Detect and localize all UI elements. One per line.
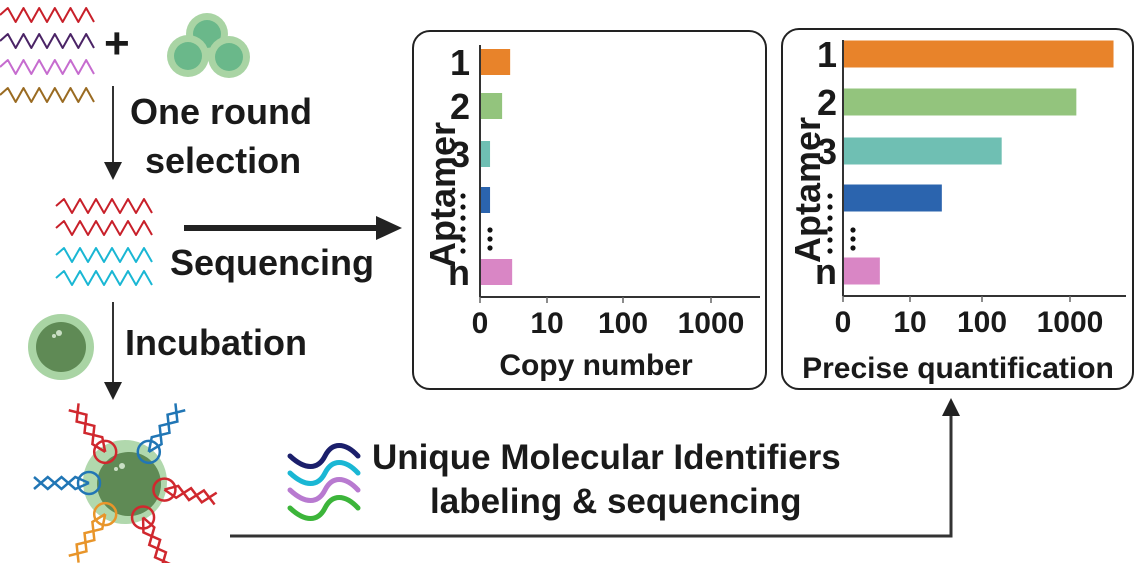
bar — [844, 184, 942, 212]
umi-wave — [287, 477, 361, 503]
aptamer-loop — [76, 470, 102, 496]
bar — [481, 187, 491, 213]
ellipsis-dot — [850, 236, 856, 242]
sequence-wave — [0, 87, 95, 103]
dna-helix-strand — [164, 484, 216, 506]
x-tick-label: 10 — [893, 306, 926, 339]
dna-helix-strand — [33, 475, 90, 491]
copy-number-chart-panel — [412, 30, 767, 390]
ellipsis-dot — [487, 227, 493, 233]
sequence-wave — [0, 33, 95, 49]
category-label: 1 — [450, 42, 470, 83]
category-label: 1 — [817, 34, 837, 75]
bar — [844, 40, 1114, 68]
x-tick-label: 100 — [957, 306, 1007, 339]
sequence-wave — [55, 270, 153, 286]
sequence-wave — [0, 7, 95, 23]
step-label-incubation: Incubation — [125, 322, 307, 363]
cell-with-aptamers-icon — [33, 403, 218, 563]
aptamer-library-icon — [0, 7, 95, 103]
ellipsis-dot — [460, 215, 466, 221]
bar — [844, 137, 1002, 165]
bar — [481, 49, 511, 75]
bar — [481, 259, 513, 285]
category-label: 3 — [817, 131, 837, 172]
bar — [844, 257, 880, 285]
umi-wave — [287, 443, 361, 469]
x-tick-label: 10 — [530, 307, 563, 340]
x-axis-label: Copy number — [499, 349, 693, 382]
dna-helix-strand — [142, 516, 168, 563]
single-cell-icon — [28, 314, 94, 380]
bar — [481, 141, 491, 167]
ellipsis-dot — [460, 193, 466, 199]
x-tick-label: 1000 — [678, 307, 745, 340]
right-arrow-icon — [184, 216, 402, 240]
umi-label-line1: Unique Molecular Identifiers — [372, 438, 841, 477]
ellipsis-dot — [827, 204, 833, 210]
ellipsis-dot — [460, 204, 466, 210]
ellipsis-dot — [827, 193, 833, 199]
down-arrow-icon — [104, 302, 122, 400]
aptamer-loop — [136, 439, 162, 465]
umi-wave — [287, 495, 361, 521]
ellipsis-dot — [827, 237, 833, 243]
umi-wave — [287, 460, 361, 486]
x-tick-label: 1000 — [1037, 306, 1104, 339]
elbow-arrow-icon — [230, 398, 960, 538]
x-axis-label: Precise quantification — [802, 352, 1114, 385]
ellipsis-dot — [487, 236, 493, 242]
cell-cluster-icon — [167, 13, 250, 78]
plus-sign: + — [104, 19, 130, 68]
dna-helix-strand — [68, 409, 107, 453]
dna-helix-strand — [147, 409, 186, 453]
category-label: 2 — [450, 86, 470, 127]
dna-helix-strand — [148, 403, 179, 453]
down-arrow-icon — [104, 86, 122, 180]
dna-helix-strand — [68, 513, 107, 557]
sequence-wave — [55, 247, 153, 263]
ellipsis-dot — [850, 245, 856, 251]
step-label-selection-1: One round — [130, 91, 312, 132]
dna-helix-strand — [75, 403, 106, 453]
x-tick-label: 100 — [598, 307, 648, 340]
category-label: n — [815, 251, 837, 292]
ellipsis-dot — [487, 245, 493, 251]
ellipsis-dot — [827, 215, 833, 221]
ellipsis-dot — [850, 227, 856, 233]
sequence-wave — [55, 198, 153, 214]
y-axis-label: Aptamer — [787, 117, 828, 263]
step-label-selection-2: selection — [145, 140, 302, 181]
y-axis-label: Aptamer — [422, 122, 463, 268]
enriched-sequences-icon — [55, 198, 153, 286]
aptamer-loop — [152, 477, 177, 502]
umi-label-line2: labeling & sequencing — [430, 482, 802, 521]
bar — [481, 93, 503, 119]
sequence-wave — [55, 220, 153, 236]
category-label: 3 — [450, 134, 470, 175]
x-tick-label: 0 — [835, 306, 852, 339]
ellipsis-dot — [827, 226, 833, 232]
dna-helix-strand — [141, 517, 171, 563]
sequence-wave — [0, 59, 95, 75]
x-tick-label: 0 — [472, 307, 489, 340]
dna-helix-strand — [33, 475, 90, 491]
step-label-sequencing: Sequencing — [170, 242, 375, 283]
umi-waves-icon — [287, 443, 361, 521]
ellipsis-dot — [827, 248, 833, 254]
aptamer-loop — [92, 501, 118, 527]
dna-helix-strand — [75, 513, 106, 563]
ellipsis-dot — [460, 248, 466, 254]
ellipsis-dot — [460, 226, 466, 232]
aptamer-loop — [92, 439, 118, 465]
precise-quantification-chart-panel — [781, 28, 1134, 390]
category-label: 2 — [817, 82, 837, 123]
ellipsis-dot — [460, 237, 466, 243]
category-label: n — [448, 252, 470, 293]
bar — [844, 88, 1077, 116]
dna-helix-strand — [163, 486, 218, 504]
